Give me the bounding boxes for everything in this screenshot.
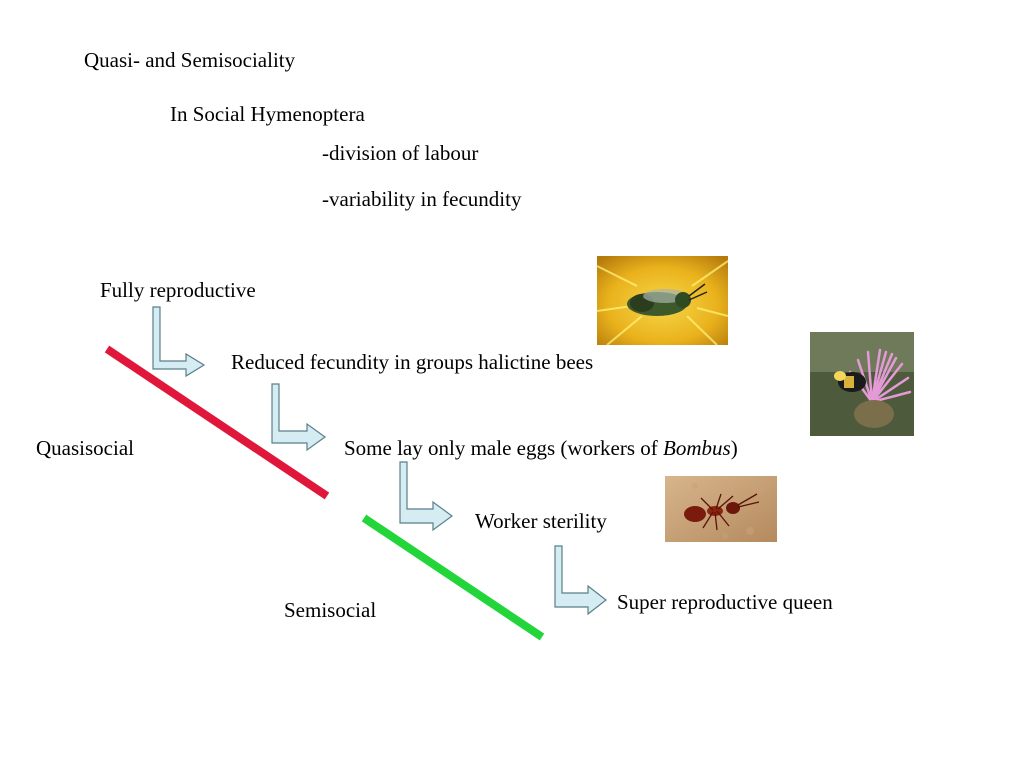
step-super-reproductive-queen: Super reproductive queen <box>617 590 833 614</box>
semisocial-bar <box>361 514 545 641</box>
step-male-eggs-text: Some lay only male eggs (workers of <box>344 436 664 460</box>
step-reduced-fecundity: Reduced fecundity in groups halictine be… <box>231 350 594 374</box>
elbow-arrow-4 <box>554 545 607 616</box>
bullet-variability-in-fecundity: -variability in fecundity <box>322 187 522 211</box>
elbow-arrow-3 <box>399 461 454 532</box>
bullet-division-of-labour: -division of labour <box>322 141 479 165</box>
elbow-arrow-1 <box>152 306 206 378</box>
quasisocial-bar <box>104 345 330 500</box>
label-quasisocial: Quasisocial <box>36 436 134 460</box>
step-male-eggs: Some lay only male eggs (workers of Bomb… <box>344 438 738 459</box>
step-worker-sterility: Worker sterility <box>475 509 607 533</box>
bombus-genus-name: Bombus <box>663 436 731 460</box>
slide-subtitle: In Social Hymenoptera <box>170 102 365 126</box>
red-ant-photo <box>665 476 777 542</box>
halictine-bee-photo <box>597 256 728 345</box>
elbow-arrow-2 <box>271 383 327 452</box>
label-semisocial: Semisocial <box>284 598 377 622</box>
slide-title: Quasi- and Semisociality <box>84 48 296 72</box>
bumblebee-on-thistle-photo <box>810 332 914 436</box>
step-fully-reproductive: Fully reproductive <box>100 278 256 302</box>
step-male-eggs-close: ) <box>730 436 738 460</box>
